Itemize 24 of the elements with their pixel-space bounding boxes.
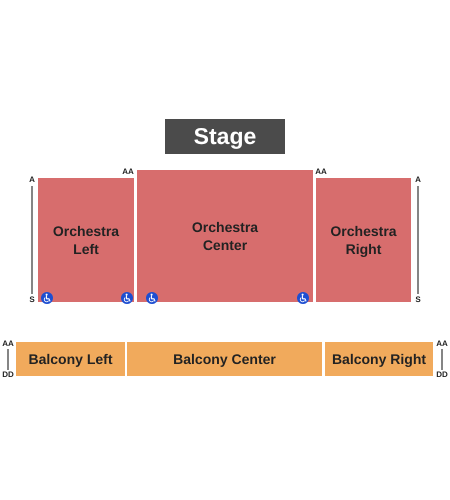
seating-section: [16, 342, 125, 376]
row-label: S: [415, 296, 421, 304]
seating-section: [316, 178, 411, 302]
row-label: A: [29, 176, 35, 184]
seating-section: [325, 342, 433, 376]
seating-section: [127, 342, 322, 376]
row-label: DD: [436, 371, 448, 379]
section-label: Orchestra Left: [52, 222, 120, 258]
stage-label: Stage: [194, 122, 256, 151]
row-label: AA: [2, 340, 14, 348]
seating-section: [38, 178, 134, 302]
row-label: AA: [122, 168, 134, 176]
row-label: A: [415, 176, 421, 184]
section-label: Balcony Left: [28, 350, 112, 368]
row-label: AA: [436, 340, 448, 348]
seating-section: [137, 170, 313, 302]
row-label: AA: [315, 168, 327, 176]
section-label: Orchestra Center: [190, 218, 260, 254]
row-label: DD: [2, 371, 14, 379]
section-label: Orchestra Right: [329, 222, 398, 258]
stage-block: [165, 119, 285, 154]
row-label: S: [29, 296, 35, 304]
section-label: Balcony Right: [332, 350, 426, 368]
section-label: Balcony Center: [173, 350, 276, 368]
